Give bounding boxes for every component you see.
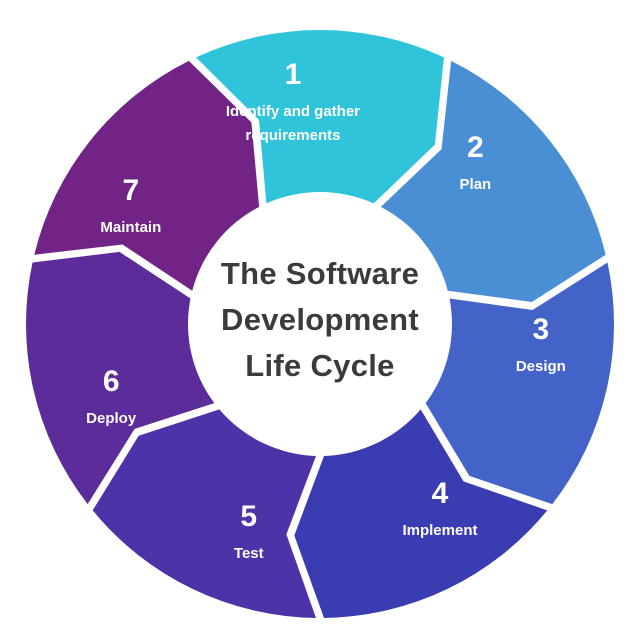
segment-5-shape: [92, 409, 316, 618]
center-title: The Software Development Life Cycle: [221, 251, 419, 389]
center-title-line1: The Software: [220, 256, 420, 292]
center-title-line2: Development: [221, 302, 419, 338]
center-title-line3: Life Cycle: [245, 347, 395, 383]
segment-7-shape: [34, 60, 260, 291]
segment-6-shape: [26, 251, 215, 505]
segment-3-shape: [425, 262, 614, 505]
segment-1-shape: [196, 29, 444, 204]
segment-2-shape: [380, 60, 606, 302]
segment-4-shape: [294, 409, 548, 618]
